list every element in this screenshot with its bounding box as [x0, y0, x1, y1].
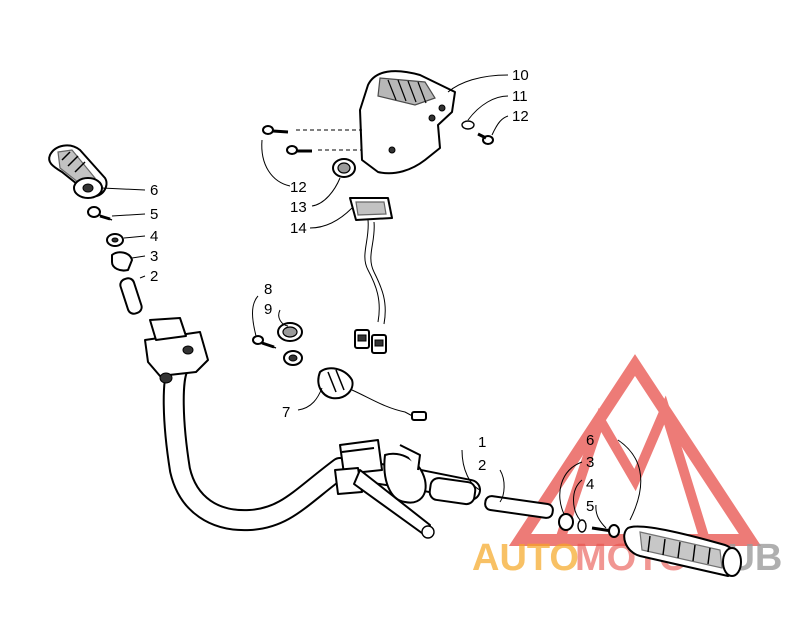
center-switch-parts — [252, 322, 427, 421]
left-bushing — [111, 251, 133, 272]
watermark-logo — [508, 354, 762, 546]
callout-10: 10 — [512, 67, 529, 84]
brake-lever-assembly — [334, 439, 435, 539]
callout-7: 7 — [282, 404, 290, 421]
right-grip — [623, 525, 742, 577]
handlebar-tube-inner — [164, 359, 479, 530]
callout-9: 9 — [264, 301, 272, 318]
top-hand-warmer-housing — [359, 70, 456, 175]
right-washer — [577, 519, 587, 533]
left-screw — [87, 206, 113, 221]
callout-4-right: 4 — [586, 476, 594, 493]
right-bushing — [558, 513, 574, 531]
callout-14: 14 — [290, 220, 307, 237]
watermark-word-auto: AUTO — [472, 537, 579, 579]
callout-6-right: 6 — [586, 432, 594, 449]
switch-and-harness — [349, 197, 393, 354]
housing-screw-upper — [262, 125, 289, 135]
callout-12-right: 12 — [512, 108, 529, 125]
watermark-triangle — [508, 354, 762, 546]
callout-2-left: 2 — [150, 268, 158, 285]
housing-screw-lower — [286, 145, 312, 155]
callout-13: 13 — [290, 199, 307, 216]
callout-3-right: 3 — [586, 454, 594, 471]
throttle-housing — [144, 317, 209, 384]
handlebar-right-end — [428, 477, 477, 506]
right-screw — [591, 524, 620, 538]
callout-6-left: 6 — [150, 182, 158, 199]
callout-2-right: 2 — [478, 457, 486, 474]
callout-11: 11 — [512, 88, 528, 105]
housing-washer — [461, 120, 475, 130]
callout-3-left: 3 — [150, 248, 158, 265]
callout-1-right: 1 — [478, 434, 486, 451]
right-tube-insert — [484, 495, 554, 519]
callout-12-left: 12 — [290, 179, 307, 196]
callout-5-left: 5 — [150, 206, 158, 223]
callout-5-right: 5 — [586, 498, 594, 515]
callout-4-left: 4 — [150, 228, 158, 245]
callout-8: 8 — [264, 281, 272, 298]
handlebar — [162, 357, 481, 532]
housing-screw-right — [477, 132, 494, 145]
watermark-m-shape — [555, 395, 710, 542]
leader-lines — [101, 74, 642, 529]
left-tube-insert — [119, 277, 143, 315]
housing-seal — [332, 158, 356, 178]
